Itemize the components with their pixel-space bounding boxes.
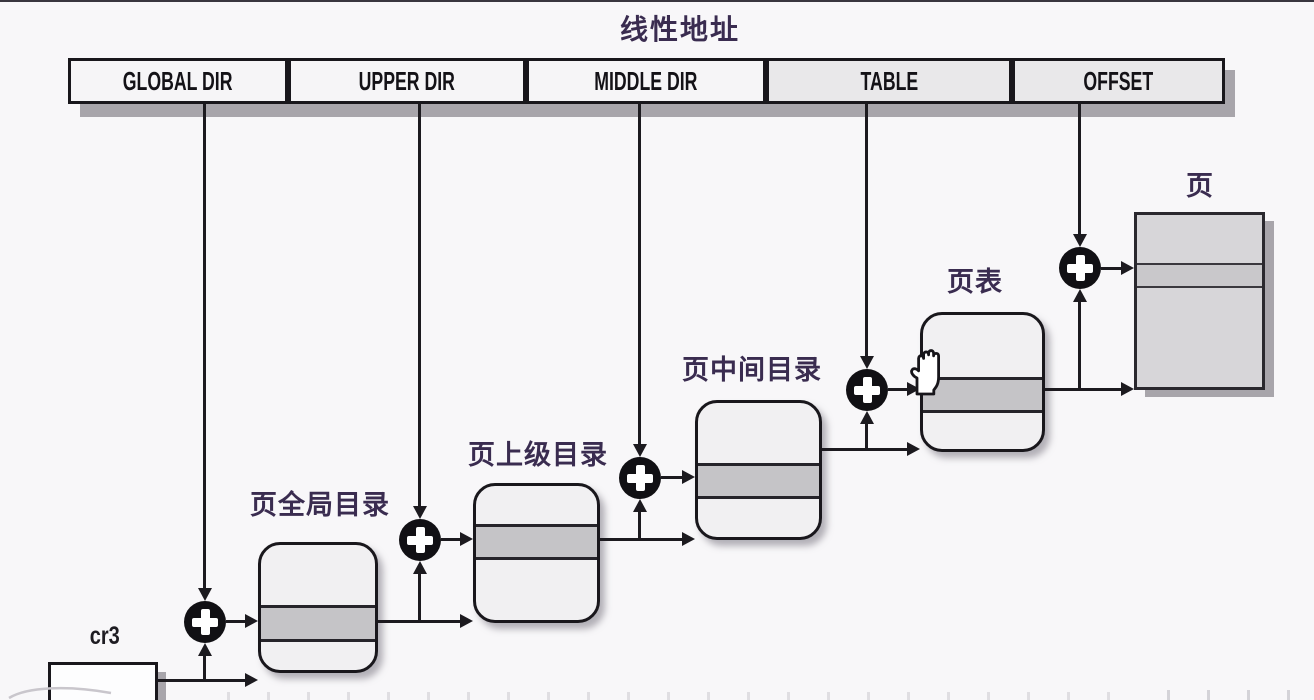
arrowhead-down-icon bbox=[198, 588, 212, 601]
box-page bbox=[1134, 212, 1265, 390]
box-page-table bbox=[920, 312, 1045, 452]
line-pud-to-adder3 bbox=[638, 511, 641, 540]
line-cr3-to-pgd bbox=[157, 679, 247, 682]
arrowhead-right-icon bbox=[682, 470, 695, 484]
arrowhead-down-icon bbox=[633, 444, 647, 457]
label-page-middle-directory: 页中间目录 bbox=[682, 355, 822, 386]
arrowhead-down-icon bbox=[1073, 234, 1087, 247]
field-table-label: TABLE bbox=[860, 65, 918, 96]
box-page-global-directory-entry bbox=[261, 605, 375, 642]
arrowhead-down-icon bbox=[860, 356, 874, 369]
field-offset-label: OFFSET bbox=[1083, 65, 1154, 96]
plus-adder-icon-2 bbox=[399, 519, 441, 561]
line-pgd-to-pud bbox=[378, 620, 462, 623]
line-pt-to-page bbox=[1045, 388, 1123, 391]
field-middle-dir: MIDDLE DIR bbox=[526, 58, 766, 104]
line-pmd-to-adder4 bbox=[865, 423, 868, 450]
arrowhead-right-icon bbox=[1121, 382, 1134, 396]
label-page-global-directory: 页全局目录 bbox=[250, 490, 390, 521]
line-adder2-to-pud bbox=[441, 538, 462, 541]
drop-line-upper-dir bbox=[418, 104, 421, 507]
line-cr3-to-adder1 bbox=[203, 655, 206, 680]
arrowhead-right-icon bbox=[1121, 261, 1134, 275]
drop-line-offset bbox=[1078, 104, 1081, 235]
box-page-upper-directory bbox=[473, 483, 600, 623]
arrowhead-right-icon bbox=[460, 614, 473, 628]
plus-adder-icon-3 bbox=[619, 457, 661, 499]
line-adder1-to-pgd bbox=[226, 620, 248, 623]
arrowhead-up-icon bbox=[633, 499, 647, 512]
arrowhead-right-icon bbox=[682, 532, 695, 546]
label-cr3-register: cr3 bbox=[89, 622, 120, 650]
arrowhead-down-icon bbox=[413, 506, 427, 519]
arrowhead-right-icon bbox=[460, 532, 473, 546]
box-page-global-directory bbox=[258, 542, 378, 673]
line-adder3-to-pmd bbox=[661, 476, 684, 479]
watermark-ticks bbox=[190, 692, 1130, 700]
line-pgd-to-adder2 bbox=[418, 573, 421, 621]
field-global-dir-label: GLOBAL DIR bbox=[123, 65, 233, 96]
box-cr3-register bbox=[48, 662, 158, 700]
line-pt-to-adder5 bbox=[1078, 301, 1081, 390]
arrowhead-right-icon bbox=[245, 614, 258, 628]
arrowhead-up-icon bbox=[413, 561, 427, 574]
arrowhead-right-icon bbox=[907, 442, 920, 456]
watermark-swoosh bbox=[8, 686, 112, 700]
label-page-upper-directory: 页上级目录 bbox=[468, 440, 608, 471]
watermark-ticks bbox=[1130, 690, 1310, 700]
plus-adder-icon-1 bbox=[184, 601, 226, 643]
line-adder5-to-page bbox=[1101, 267, 1123, 270]
arrowhead-up-icon bbox=[1073, 289, 1087, 302]
top-border-line bbox=[0, 0, 1314, 2]
diagram-title: 线性地址 bbox=[619, 13, 740, 46]
field-table: TABLE bbox=[766, 58, 1012, 104]
box-page-middle-directory bbox=[695, 400, 822, 540]
label-page-table: 页表 bbox=[947, 267, 1003, 298]
field-upper-dir: UPPER DIR bbox=[288, 58, 526, 104]
arrowhead-up-icon bbox=[198, 643, 212, 656]
arrowhead-right-icon bbox=[245, 673, 258, 687]
box-page-middle-directory-entry bbox=[698, 463, 819, 499]
drop-line-global-dir bbox=[203, 104, 206, 589]
hand-grab-cursor-icon bbox=[910, 349, 940, 396]
line-pud-to-pmd bbox=[600, 538, 684, 541]
drop-line-middle-dir bbox=[638, 104, 641, 445]
box-page-offset-row bbox=[1137, 263, 1262, 288]
label-page: 页 bbox=[1186, 171, 1214, 202]
plus-adder-icon-4 bbox=[846, 369, 888, 411]
plus-adder-icon-5 bbox=[1059, 247, 1101, 289]
field-upper-dir-label: UPPER DIR bbox=[358, 65, 456, 96]
drop-line-table bbox=[865, 104, 868, 357]
line-adder4-to-pt bbox=[888, 388, 909, 391]
box-page-table-entry bbox=[923, 377, 1042, 413]
field-middle-dir-label: MIDDLE DIR bbox=[594, 65, 698, 96]
box-page-upper-directory-entry bbox=[476, 524, 597, 560]
field-offset: OFFSET bbox=[1012, 58, 1225, 104]
field-global-dir: GLOBAL DIR bbox=[68, 58, 288, 104]
arrowhead-up-icon bbox=[860, 411, 874, 424]
